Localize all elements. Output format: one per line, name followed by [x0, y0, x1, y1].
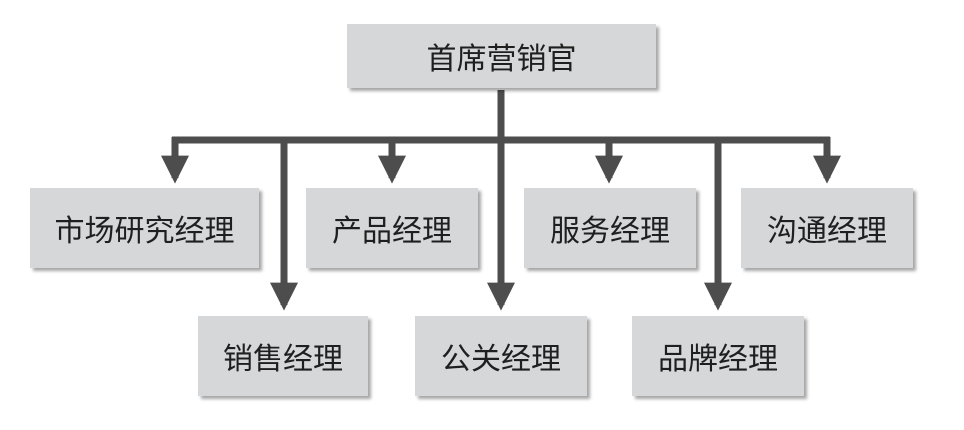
box-brand-manager: 品牌经理	[632, 316, 804, 396]
box-pr-manager: 公关经理	[415, 316, 587, 396]
box-communication-manager: 沟通经理	[741, 188, 913, 268]
brand-label: 品牌经理	[658, 342, 778, 377]
sales-label: 销售经理	[223, 342, 343, 377]
box-market-research-manager: 市场研究经理	[30, 188, 259, 268]
box-service-manager: 服务经理	[524, 188, 696, 268]
pr-label: 公关经理	[441, 342, 561, 377]
communication-label: 沟通经理	[767, 214, 887, 249]
product-label: 产品经理	[332, 214, 452, 249]
market-research-label: 市场研究经理	[54, 214, 235, 249]
root-label: 首席营销官	[426, 42, 577, 77]
service-label: 服务经理	[550, 214, 670, 249]
root-box-cmo: 首席营销官	[347, 24, 656, 88]
box-product-manager: 产品经理	[306, 188, 478, 268]
box-sales-manager: 销售经理	[198, 316, 368, 396]
